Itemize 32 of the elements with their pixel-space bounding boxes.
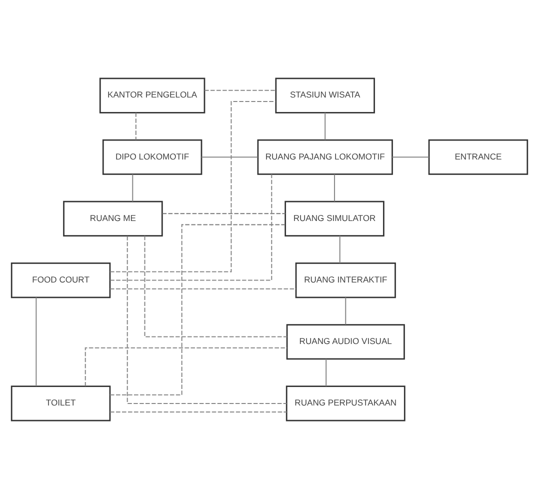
connector <box>110 288 296 289</box>
node-box: STASIUN WISATA <box>275 77 375 113</box>
node-box: KANTOR PENGELOLA <box>99 77 206 113</box>
connector <box>110 411 287 412</box>
connector <box>110 174 272 280</box>
node-box: RUANG SIMULATOR <box>284 200 384 236</box>
node-box: ENTRANCE <box>428 138 528 174</box>
node-box: FOOD COURT <box>10 262 111 298</box>
connector <box>324 112 326 140</box>
node-box: RUANG PAJANG LOKOMOTIF <box>257 138 393 174</box>
connector <box>126 236 287 404</box>
node-box: RUANG ME <box>63 200 163 236</box>
node-box: RUANG PERPUSTAKAAN <box>286 385 406 421</box>
node-box: TOILET <box>10 385 111 421</box>
connector <box>345 296 346 324</box>
connector <box>392 156 429 158</box>
connector <box>339 235 340 263</box>
connector <box>202 156 258 158</box>
connector <box>84 346 287 386</box>
connector <box>334 174 336 201</box>
node-box: RUANG INTERAKTIF <box>295 262 396 298</box>
connector <box>110 100 276 272</box>
connector <box>110 224 285 395</box>
connector <box>36 296 37 386</box>
node-box: DIPO LOKOMOTIF <box>102 138 202 174</box>
connector <box>204 89 276 90</box>
node-box: RUANG AUDIO VISUAL <box>286 324 405 360</box>
connector <box>132 174 134 201</box>
connector <box>144 235 287 337</box>
connector <box>135 112 136 140</box>
connector <box>162 212 286 214</box>
connector <box>326 358 327 386</box>
